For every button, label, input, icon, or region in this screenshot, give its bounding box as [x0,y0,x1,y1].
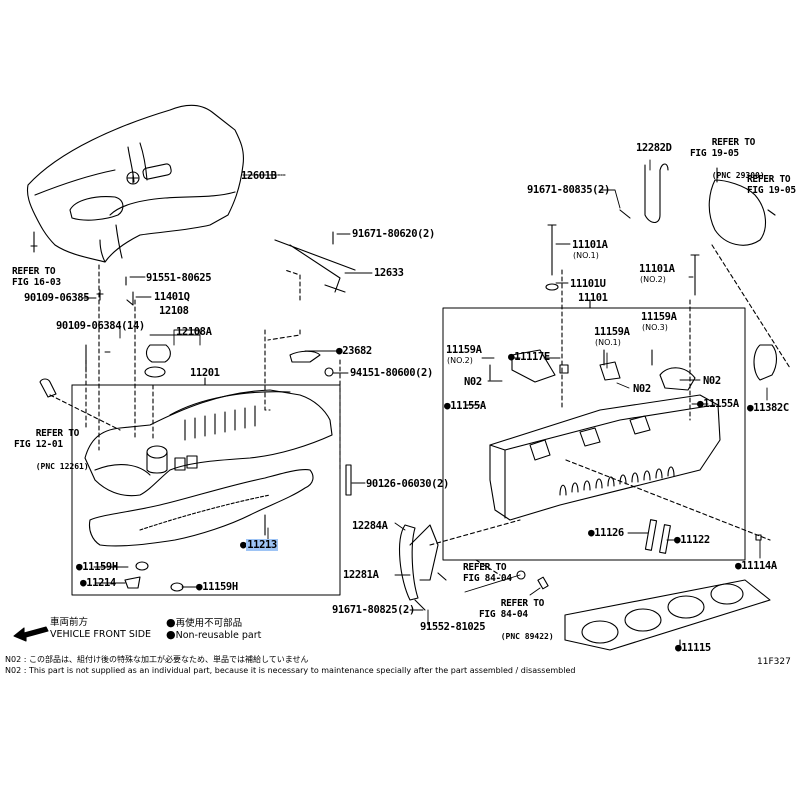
label-n02-right[interactable]: N02 [703,375,721,387]
label-12601b[interactable]: 12601B [241,170,277,182]
label-11117e[interactable]: 11117E [508,351,550,363]
label-91552-81025[interactable]: 91552-81025 [420,621,486,633]
label-12633[interactable]: 12633 [374,267,404,279]
label-11122[interactable]: 11122 [674,534,710,546]
label-11114a[interactable]: 11114A [735,560,777,572]
fastener-drawings [30,163,778,611]
label-11159a-no3-sub: (NO.3) [642,323,668,332]
ref-fig-19-05-b[interactable]: REFER TO FIG 19-05 [747,174,796,196]
label-91671-80825[interactable]: 91671-80825(2) [332,604,415,616]
note-n02-jp: N02 : この部品は、組付け後の特殊な加工が必要なため、単品では補給していませ… [5,655,309,664]
label-12108[interactable]: 12108 [159,305,189,317]
label-11159a-no2-sub: (NO.2) [447,356,473,365]
label-11101[interactable]: 11101 [578,292,608,304]
label-11159a-no3[interactable]: 11159A [641,311,677,323]
label-11101a-no1[interactable]: 11101A [572,239,608,251]
label-11101u[interactable]: 11101U [570,278,606,290]
label-11155a-left[interactable]: 11155A [444,400,486,412]
label-11159a-no1-sub: (NO.1) [595,338,621,347]
label-11213[interactable]: 11213 [240,539,278,551]
label-90109-06384[interactable]: 90109-06384(14) [56,320,145,332]
vehicle-front-arrow-icon [13,626,49,642]
dashed-leader-lines [49,244,791,576]
label-11201[interactable]: 11201 [190,367,220,379]
ref-fig-84-04-a[interactable]: REFER TO FIG 84-04 [463,562,512,584]
ref-fig-19-05-a-text: REFER TO FIG 19-05 [690,137,756,159]
label-11159h-a[interactable]: 11159H [76,561,118,573]
label-11155a-right[interactable]: 11155A [697,398,739,410]
label-12284a[interactable]: 12284A [352,520,388,532]
label-90109-06385[interactable]: 90109-06385 [24,292,90,304]
figure-id: 11F327 [757,657,791,667]
label-n02-left[interactable]: N02 [464,376,482,388]
label-11401q[interactable]: 11401Q [154,291,190,303]
head-cover-drawing [84,389,333,497]
label-11126[interactable]: 11126 [588,527,624,539]
label-n02-mid[interactable]: N02 [633,383,651,395]
label-11159a-no1[interactable]: 11159A [594,326,630,338]
label-11159h-b[interactable]: 11159H [196,581,238,593]
legend-front-jp: 車両前方 [50,617,89,628]
label-11101a-no1-sub: (NO.1) [573,251,599,260]
label-11101a-no2[interactable]: 11101A [639,263,675,275]
label-12108a[interactable]: 12108A [176,326,212,338]
ref-fig-84-04-b-text: REFER TO FIG 84-04 [479,598,545,620]
cylinder-head-drawing [489,394,721,521]
ref-fig-12-01-pnc: (PNC 12261) [35,462,89,471]
label-11115[interactable]: 11115 [675,642,711,654]
gasket-drawing [88,469,314,547]
engine-cover-drawing [26,104,286,263]
label-11213-highlight: 11213 [246,539,278,551]
label-11382c[interactable]: 11382C [747,402,789,414]
label-91551-80625[interactable]: 91551-80625 [146,272,212,284]
note-n02-en: N02 : This part is not supplied as an in… [5,666,576,675]
ref-fig-16-03[interactable]: REFER TO FIG 16-03 [12,266,61,288]
legend-nonreusable-en: Non-reusable part [166,629,262,642]
label-94151-80600[interactable]: 94151-80600(2) [350,367,433,379]
ref-fig-19-05-a[interactable]: REFER TO FIG 19-05 (PNC 29300) [690,126,765,192]
ref-fig-12-01[interactable]: REFER TO FIG 12-01 (PNC 12261) [14,417,89,483]
legend-nonreusable-jp: 再使用不可部品 [166,617,243,630]
label-11214[interactable]: 11214 [80,577,116,589]
label-12282d[interactable]: 12282D [636,142,672,154]
head-gasket-drawing [564,579,771,651]
label-11159a-no2[interactable]: 11159A [446,344,482,356]
ref-fig-19-05-a-pnc: (PNC 29300) [711,171,765,180]
ref-fig-12-01-text: REFER TO FIG 12-01 [14,428,80,450]
legend-front-en: VEHICLE FRONT SIDE [50,629,152,640]
label-12281a[interactable]: 12281A [343,569,379,581]
ref-fig-84-04-b[interactable]: REFER TO FIG 84-04 (PNC 89422) [479,587,554,653]
label-11101a-no2-sub: (NO.2) [640,275,666,284]
label-90126-06030[interactable]: 90126-06030(2) [366,478,449,490]
label-91671-80620[interactable]: 91671-80620(2) [352,228,435,240]
ref-fig-84-04-b-pnc: (PNC 89422) [500,632,554,641]
label-91671-80835[interactable]: 91671-80835(2) [527,184,610,196]
label-23682[interactable]: 23682 [336,345,372,357]
